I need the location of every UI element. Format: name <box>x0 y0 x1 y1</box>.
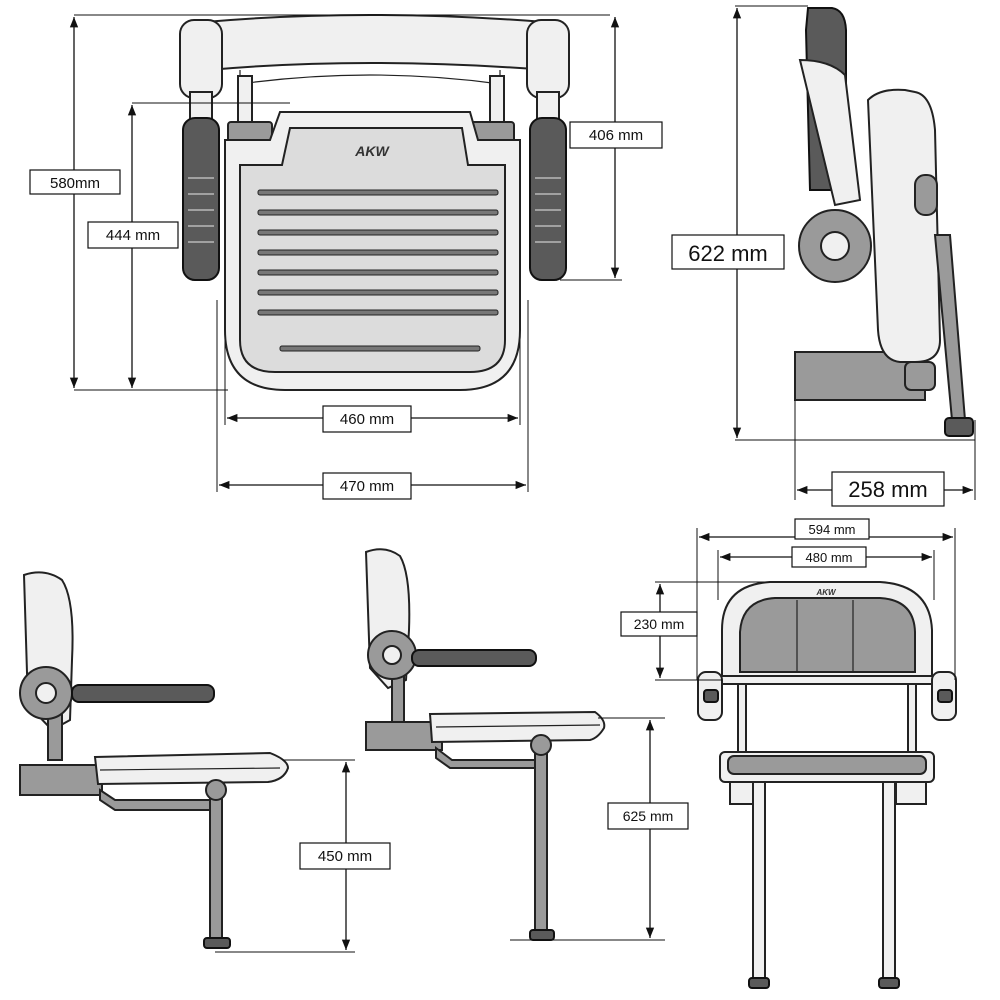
front-view-dimensions: 594 mm 480 mm 230 mm <box>620 518 956 681</box>
seat-slats <box>257 189 499 352</box>
dim-overall-width-top: 470 mm <box>340 478 394 495</box>
brand-logo-front: AKW <box>815 588 837 597</box>
brand-logo: AKW <box>354 143 390 159</box>
side-view-high-dimensions: 625 mm <box>510 717 689 941</box>
dim-backrest-height: 230 mm <box>634 616 685 632</box>
leg-side-low <box>209 787 223 939</box>
dim-inner-width: 480 mm <box>806 550 853 565</box>
leg-side-high <box>534 739 548 933</box>
dim-arm-length: 406 mm <box>589 127 643 144</box>
side-view-low-drawing <box>19 571 290 949</box>
side-view-low-dimensions: 450 mm <box>215 759 391 953</box>
armrest-side-high <box>411 649 537 667</box>
backrest-pad-front <box>739 597 916 673</box>
right-arm-hinge <box>526 19 570 99</box>
left-armrest-grip <box>182 117 220 281</box>
side-view-high-drawing <box>364 548 606 941</box>
top-view-drawing: AKW <box>179 14 570 391</box>
front-view-drawing: AKW <box>697 581 957 989</box>
right-leg-front <box>882 781 896 983</box>
dim-folded-depth: 258 mm <box>848 477 927 502</box>
dim-folded-height: 622 mm <box>688 241 767 266</box>
dim-seat-width: 460 mm <box>340 411 394 428</box>
dim-overall-depth: 580mm <box>50 175 100 192</box>
seat-folded <box>866 88 942 363</box>
seat-side-high <box>428 710 606 744</box>
top-view-dimensions: 580mm 444 mm 406 mm 460 mm 470 mm <box>29 14 663 500</box>
left-arm-hinge <box>179 19 223 99</box>
folded-view-drawing <box>794 7 974 437</box>
right-armrest-grip <box>529 117 567 281</box>
dim-seat-height-low: 450 mm <box>318 848 372 865</box>
dim-seat-height-high: 625 mm <box>623 808 674 824</box>
armrest-side-low <box>71 684 215 703</box>
dim-seat-depth: 444 mm <box>106 227 160 244</box>
backrest-bar <box>203 14 550 72</box>
dim-overall-width-front: 594 mm <box>809 522 856 537</box>
left-leg-front <box>752 781 766 983</box>
folded-view-dimensions: 622 mm 258 mm <box>671 5 976 507</box>
